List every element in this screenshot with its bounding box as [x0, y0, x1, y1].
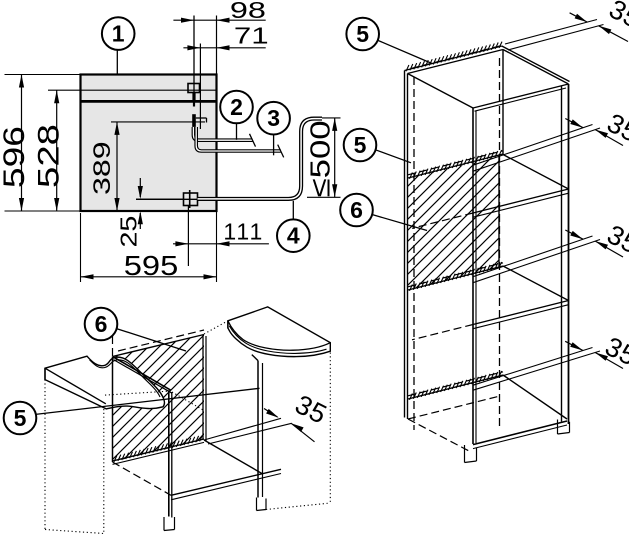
- svg-text:111: 111: [223, 219, 264, 245]
- svg-text:25: 25: [115, 216, 142, 248]
- svg-text:2: 2: [230, 94, 243, 120]
- svg-text:596: 596: [0, 126, 31, 188]
- svg-text:≤500: ≤500: [304, 120, 336, 197]
- svg-text:5: 5: [14, 405, 27, 431]
- svg-text:4: 4: [287, 223, 300, 249]
- svg-text:1: 1: [112, 21, 125, 47]
- svg-text:389: 389: [89, 141, 116, 195]
- svg-text:6: 6: [350, 197, 363, 223]
- svg-text:528: 528: [33, 124, 66, 188]
- svg-text:98: 98: [230, 0, 266, 23]
- svg-text:5: 5: [356, 21, 369, 47]
- svg-text:6: 6: [95, 311, 108, 337]
- svg-text:71: 71: [234, 22, 269, 48]
- svg-text:3: 3: [267, 105, 280, 131]
- svg-text:595: 595: [124, 252, 179, 282]
- svg-text:5: 5: [354, 132, 367, 158]
